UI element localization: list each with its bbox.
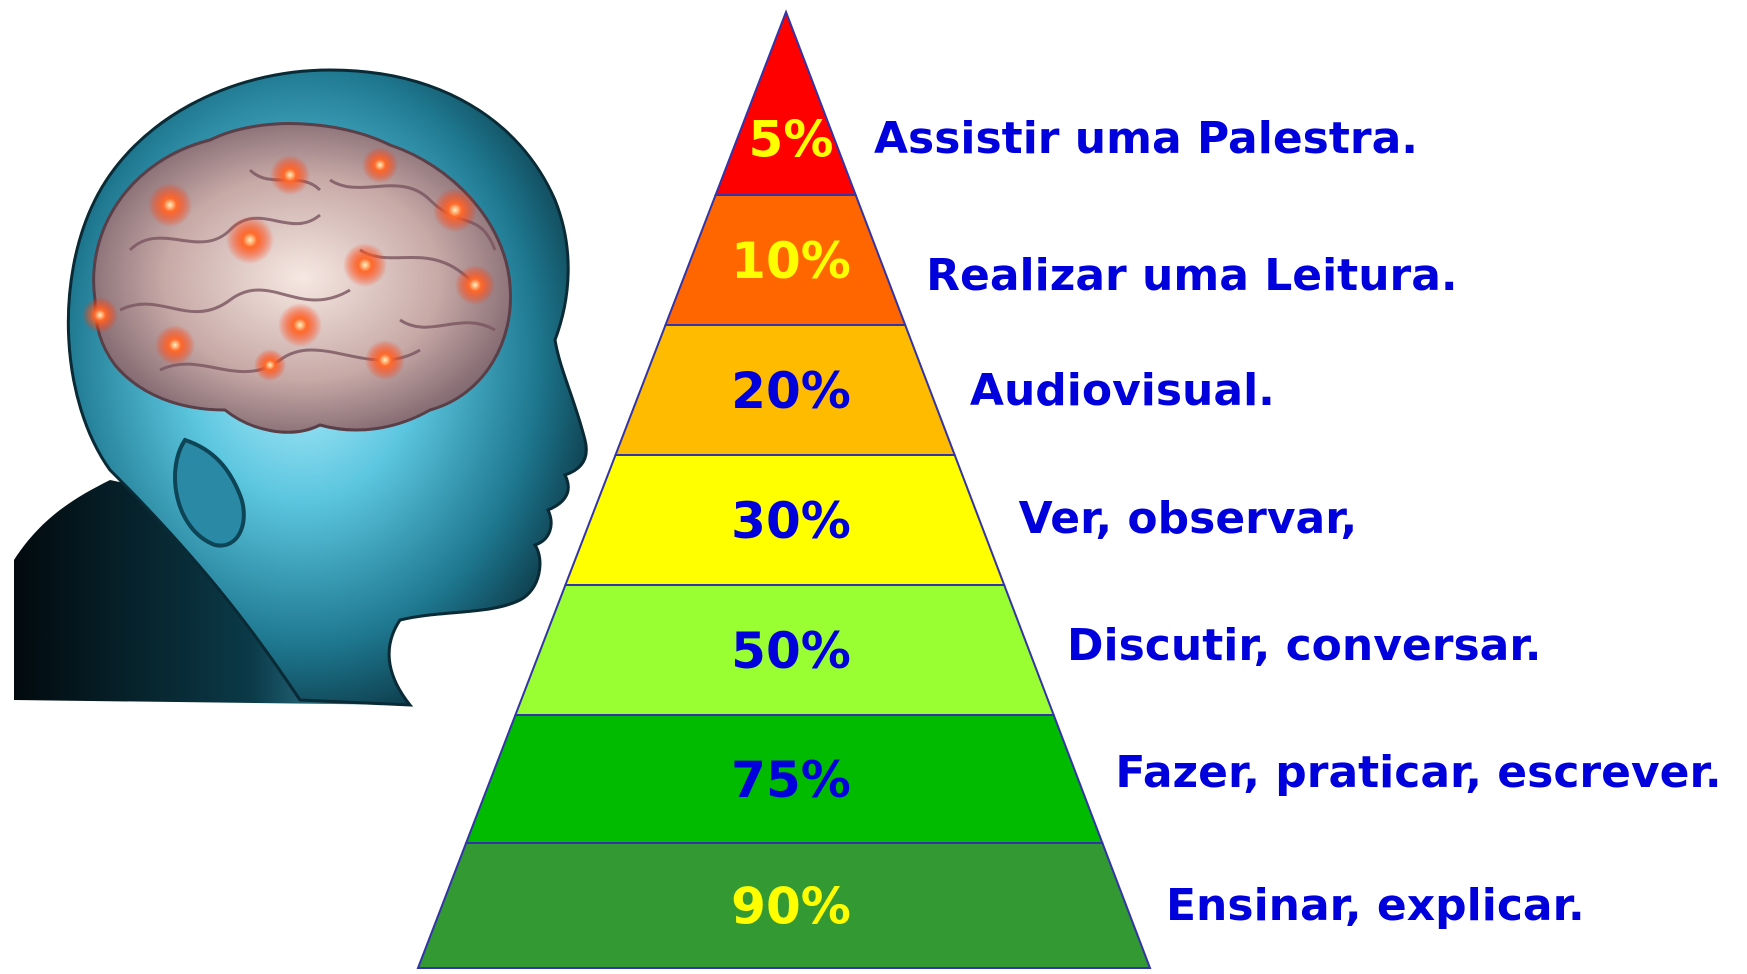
layer-description-5: Discutir, conversar. (1067, 620, 1541, 671)
layer-description-3: Audiovisual. (970, 365, 1275, 416)
layer-description-2: Realizar uma Leitura. (926, 250, 1458, 301)
layer-percent-5: 50% (731, 622, 851, 680)
layer-percent-6: 75% (731, 751, 851, 809)
brain-head-image (14, 68, 588, 707)
pyramid-layer-7 (416, 842, 1152, 969)
pyramid: 5% Assistir uma Palestra. 10% Realizar uma … (416, 9, 1722, 969)
layer-percent-1: 5% (749, 111, 834, 169)
layer-percent-2: 10% (731, 232, 851, 290)
layer-description-4: Ver, observar, (1019, 493, 1358, 544)
layer-percent-7: 90% (731, 878, 851, 936)
layer-description-1: Assistir uma Palestra. (874, 113, 1418, 164)
ear-icon (173, 437, 246, 548)
layer-description-6: Fazer, praticar, escrever. (1115, 747, 1721, 798)
layer-percent-4: 30% (731, 492, 851, 550)
layer-percent-3: 20% (731, 362, 851, 420)
neuron-glows (82, 147, 495, 381)
layer-description-7: Ensinar, explicar. (1166, 880, 1585, 931)
